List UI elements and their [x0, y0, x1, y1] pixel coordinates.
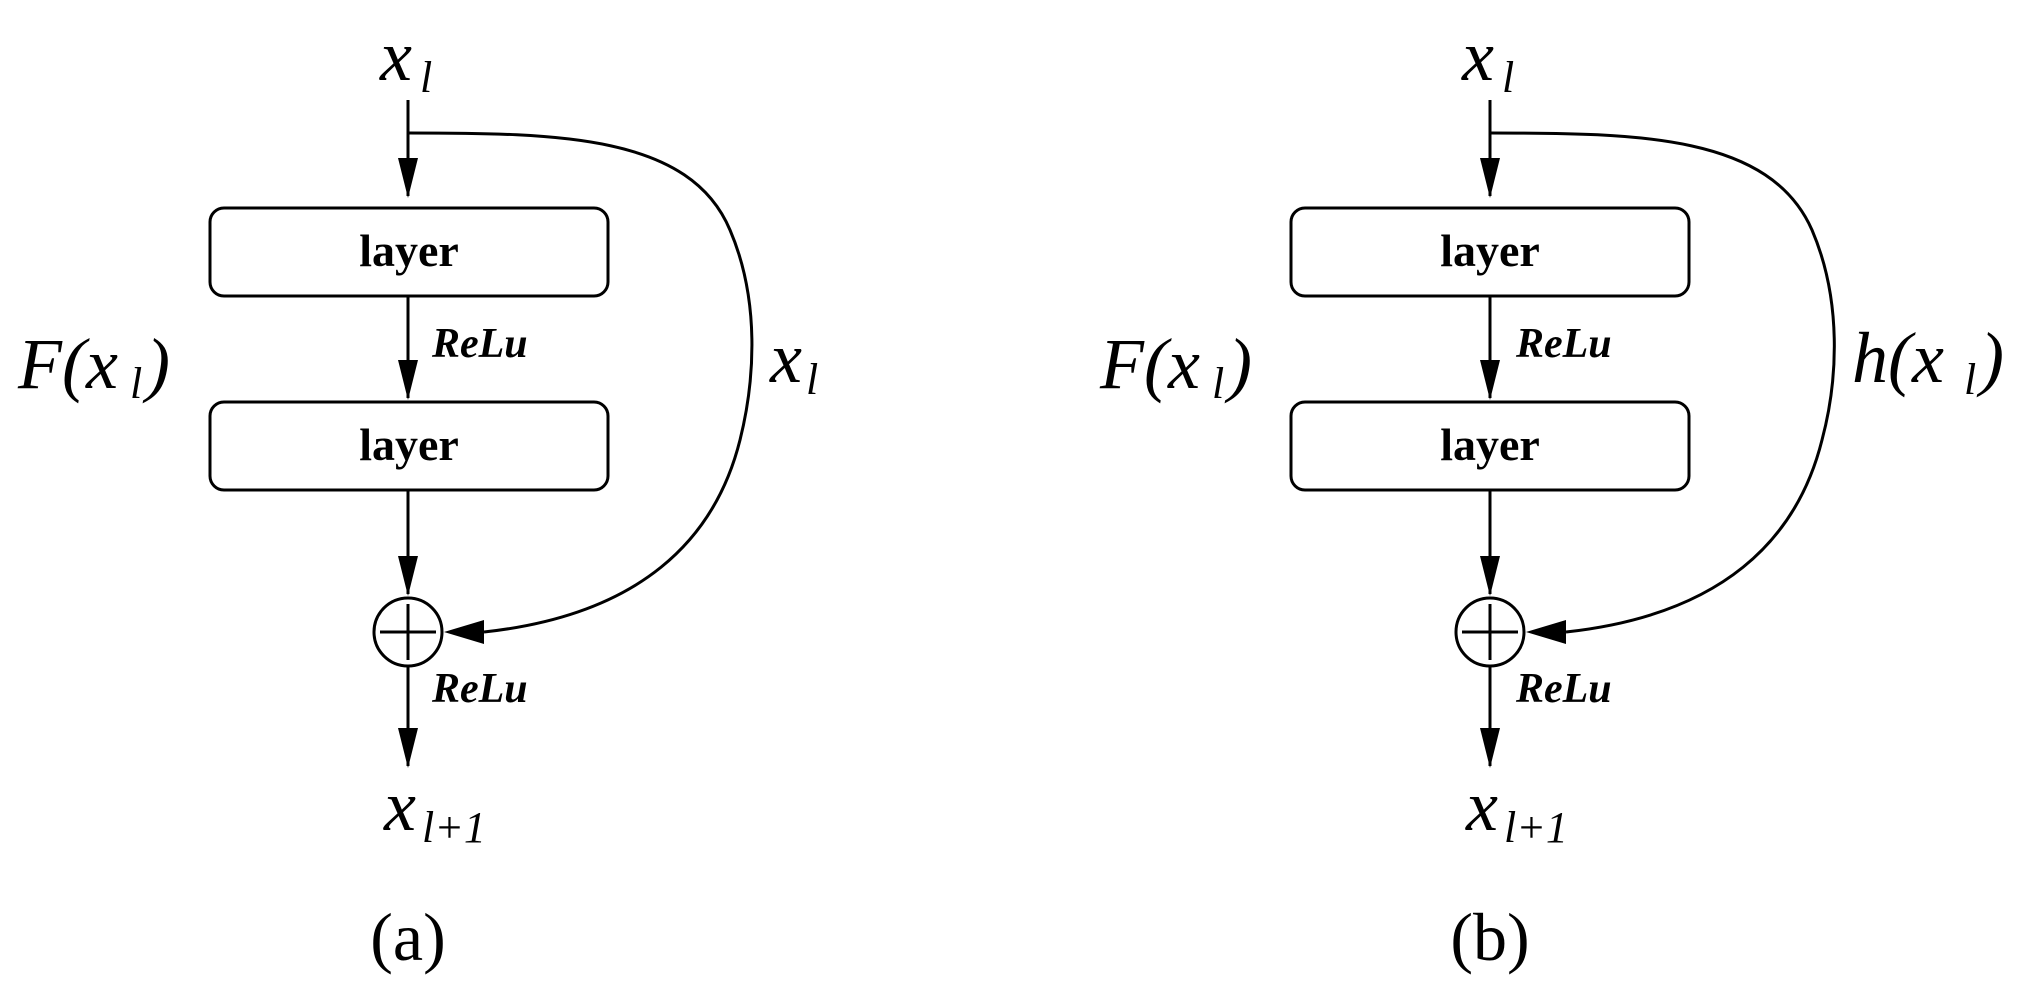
panel-b-layer-1-label: layer — [1440, 225, 1540, 276]
panel-a-residual-close: ) — [142, 324, 170, 404]
panel-b-output-sub: l+1 — [1504, 803, 1568, 852]
panel-a-input-sub: l — [420, 53, 432, 102]
panel-a-output-var: x — [383, 766, 416, 846]
panel-b-shortcut-path — [1489, 131, 1836, 634]
panel-a-output-sub: l+1 — [422, 803, 486, 852]
panel-a-caption: (a) — [370, 899, 445, 975]
panel-a-residual-sub: l — [130, 359, 142, 408]
panel-b-relu-arrowhead — [1480, 360, 1500, 400]
panel-b-input-var: x — [1461, 16, 1494, 96]
panel-a-residual-func: F(x — [17, 324, 118, 404]
panel-a-layer-2-label: layer — [359, 419, 459, 470]
panel-a-activation-1: ReLu — [431, 321, 528, 367]
panel-b-residual-func: F(x — [1099, 324, 1200, 404]
panel-a-output-arrowhead — [398, 728, 418, 768]
panel-b-shortcut-sub: l — [1964, 355, 1976, 404]
panel-a-layer-1-label: layer — [359, 225, 459, 276]
panel-b-output-arrowhead — [1480, 728, 1500, 768]
panel-b-residual-sub: l — [1212, 359, 1224, 408]
panel-a-shortcut-var: x — [769, 318, 802, 398]
panel-b-caption: (b) — [1450, 899, 1529, 975]
panel-b-activation-2: ReLu — [1515, 666, 1612, 712]
panel-b-sum-arrowhead — [1480, 556, 1500, 596]
panel-b-layer-2-label: layer — [1440, 419, 1540, 470]
panel-b-shortcut-var: h(x — [1852, 318, 1944, 398]
panel-b-input-arrowhead — [1480, 158, 1500, 198]
panel-b-input-sub: l — [1502, 53, 1514, 102]
panel-b-shortcut-close: ) — [1976, 318, 2004, 398]
panel-a: x l layer ReLu layer F(x l ) x l — [17, 16, 818, 975]
panel-a-activation-2: ReLu — [431, 666, 528, 712]
panel-b-output-var: x — [1465, 766, 1498, 846]
panel-b-residual-close: ) — [1224, 324, 1252, 404]
panel-a-shortcut-arrowhead — [444, 620, 484, 644]
panel-b-shortcut-arrowhead — [1526, 620, 1566, 644]
panel-a-input-arrowhead — [398, 158, 418, 198]
panel-b-activation-1: ReLu — [1515, 321, 1612, 367]
panel-a-shortcut-sub: l — [806, 355, 818, 404]
panel-a-shortcut-path — [407, 131, 754, 634]
panel-a-input-var: x — [379, 16, 412, 96]
panel-a-sum-arrowhead — [398, 556, 418, 596]
panel-b: x l layer ReLu layer F(x l ) h(x l ) ReL… — [1099, 16, 2004, 975]
panel-a-relu-arrowhead — [398, 360, 418, 400]
